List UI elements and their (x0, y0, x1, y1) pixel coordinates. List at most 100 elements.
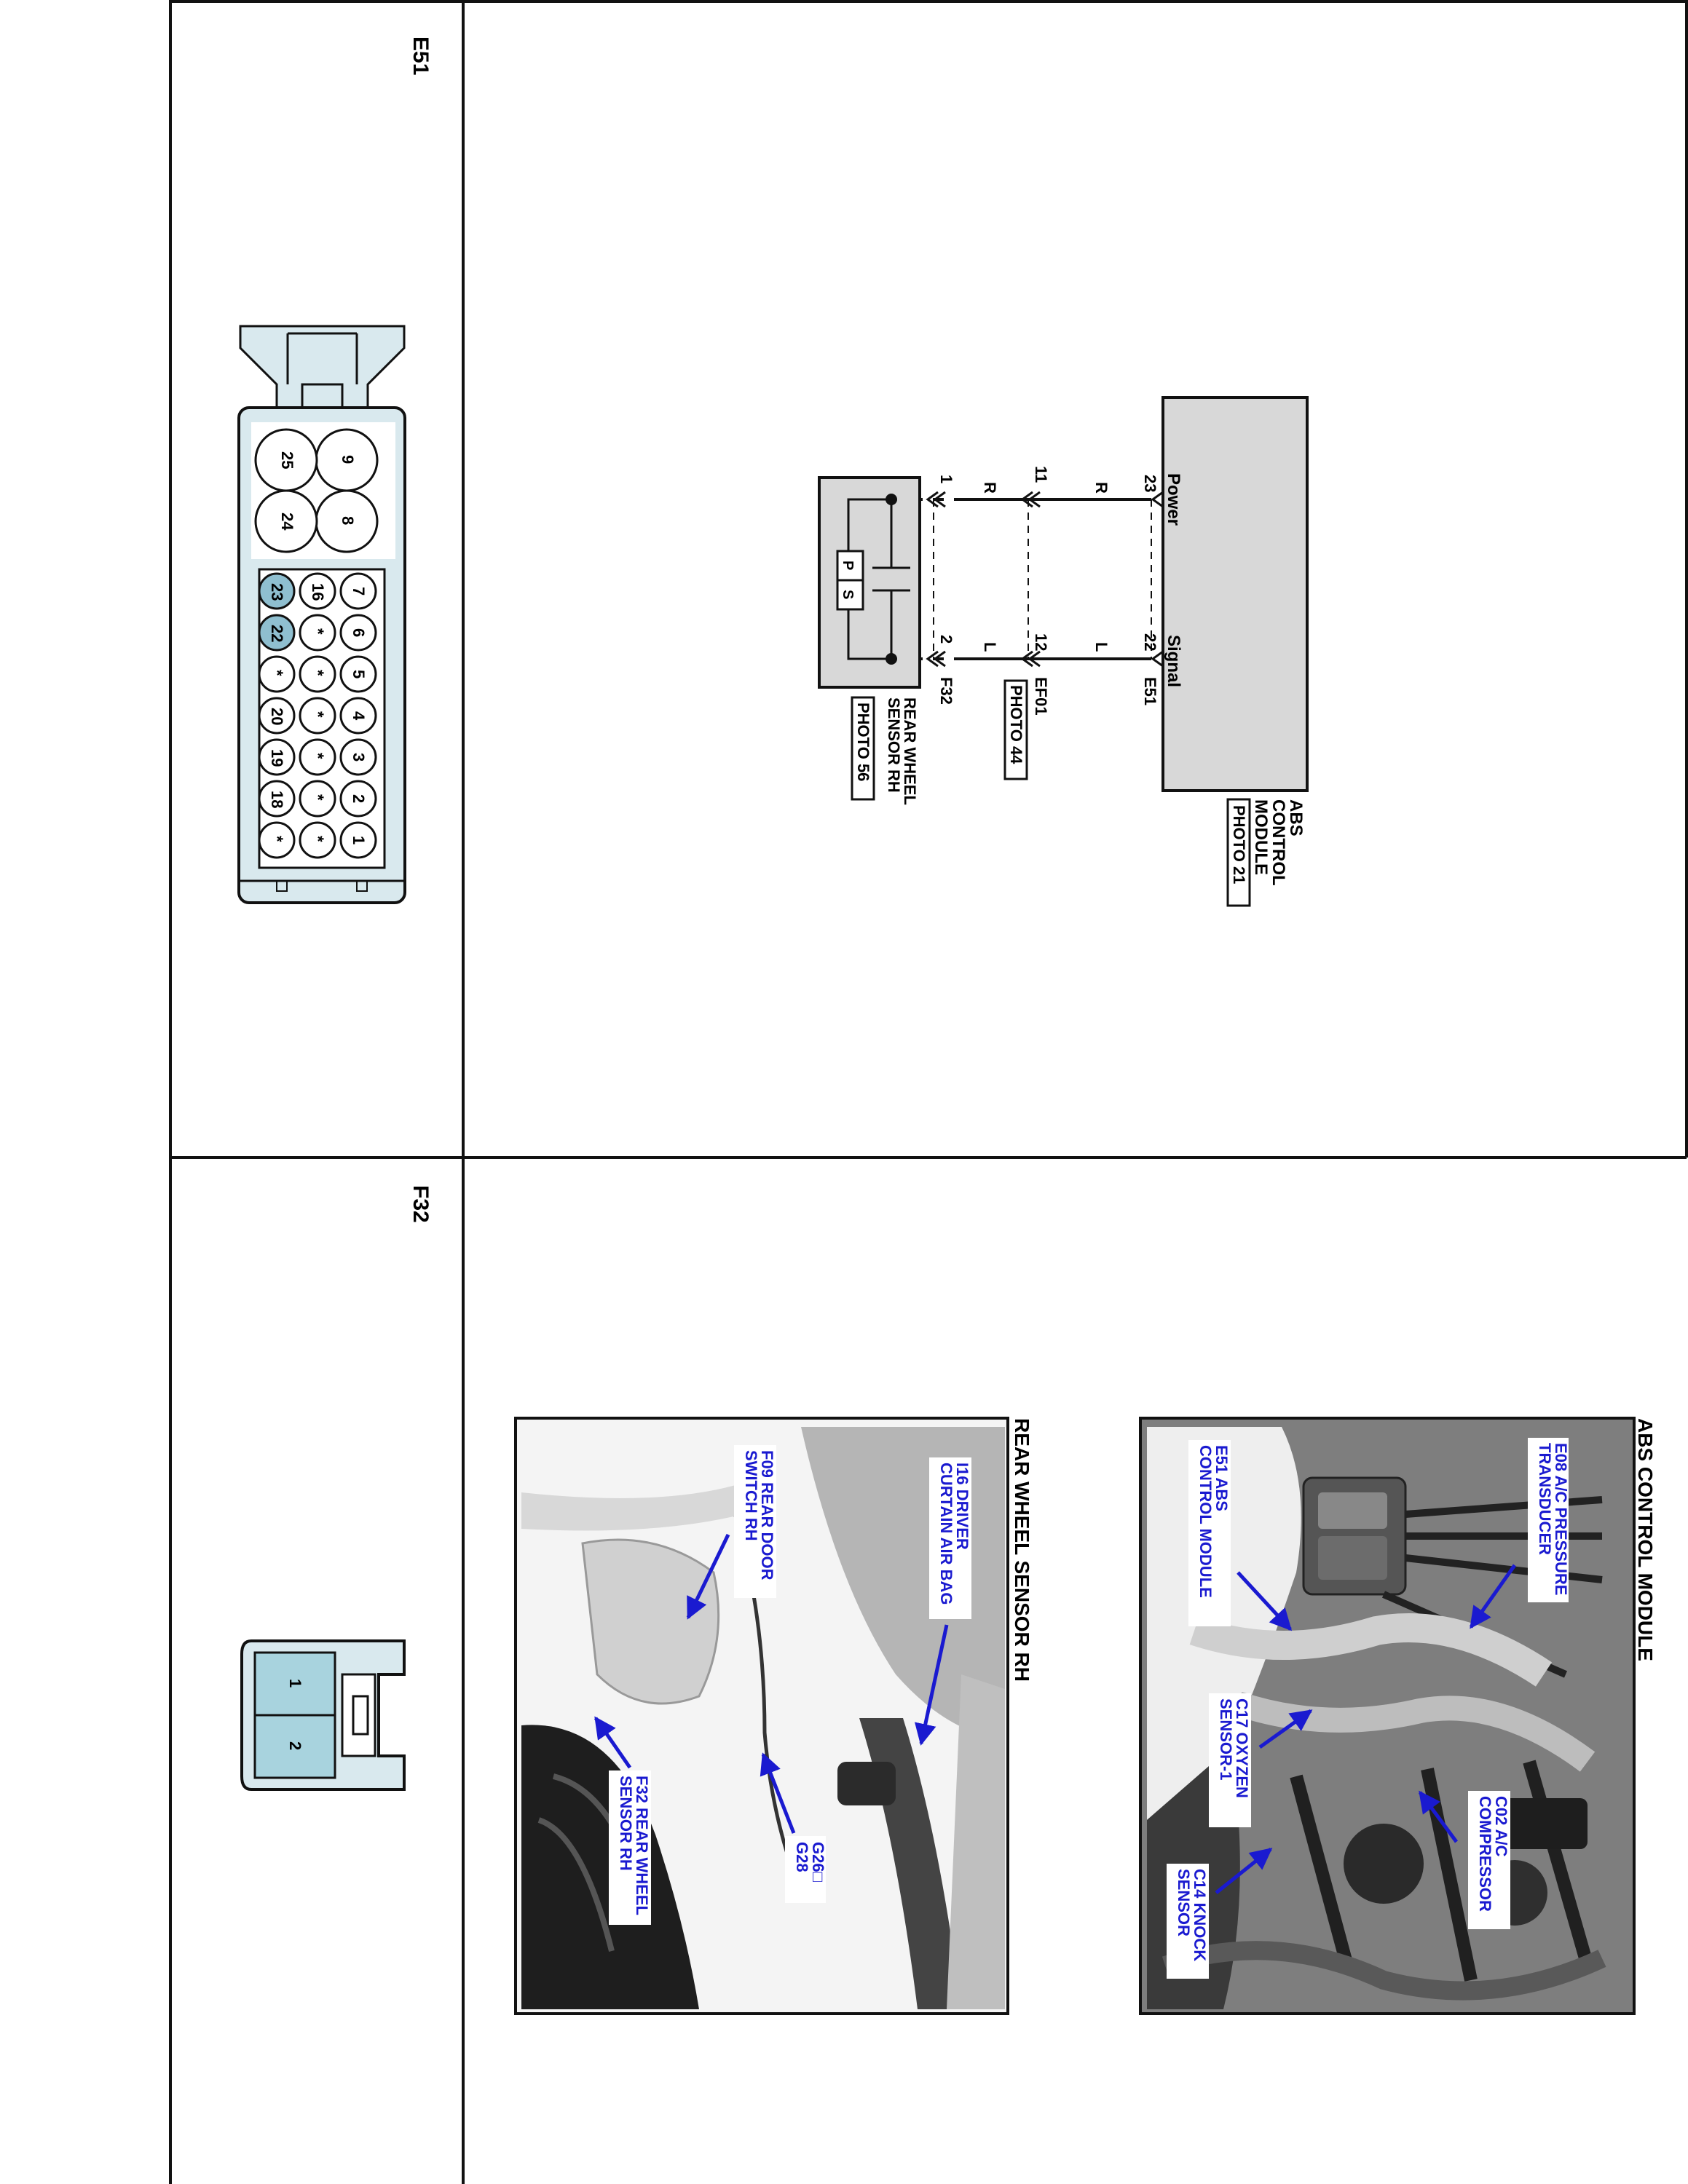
abs-callout-c02-line-2: COMPRESSOR (1476, 1796, 1494, 1912)
e51-pin-circle (299, 572, 336, 610)
abs-callout-c14-line-1: C14 KNOCK (1191, 1869, 1209, 1961)
e51-pin-label: 2 (350, 794, 368, 803)
e51-pin-label: * (309, 628, 327, 635)
photo-rear-wheel-sensor: REAR WHEEL SENSOR RH I16 DRIVER CURTAIN … (514, 1417, 1033, 2015)
e51-pin-circle (339, 821, 377, 859)
wire-signal-color-2: L (981, 642, 999, 652)
sensor-name-line-1: REAR WHEEL (901, 697, 919, 805)
e51-pin-circle (258, 697, 296, 735)
e51-pin-circle (339, 572, 377, 610)
rws-callout-f32-line-1: F32 REAR WHEEL (633, 1776, 651, 1915)
f32-connector-label: F32 (937, 677, 955, 705)
e51-pin-circle (258, 614, 296, 652)
abs-callout-c02: C02 A/C COMPRESSOR (1418, 1790, 1510, 1929)
rws-callout-g26-line-2: G28 (793, 1842, 811, 1872)
e51-pin-label: * (309, 753, 327, 759)
ef01-photo: PHOTO 44 (1007, 685, 1025, 764)
e51-pin-label: * (309, 836, 327, 842)
abs-callout-e51: E51 ABS CONTROL MODULE (1188, 1440, 1293, 1631)
f32-connector: 1 2 (240, 1639, 406, 1791)
sensor-s: S (840, 590, 856, 599)
abs-module-name: ABS CONTROL MODULE (1251, 799, 1306, 886)
abs-callout-e08: E08 A/C PRESSURE TRANSDUCER (1469, 1438, 1570, 1629)
rws-callout-f32: F32 REAR WHEEL SENSOR RH (593, 1716, 651, 1925)
e51-pin-25: 25 (278, 451, 296, 469)
e51-pin-label: 19 (268, 749, 286, 767)
abs-callout-e51-line-2: CONTROL MODULE (1196, 1445, 1215, 1598)
ef01-power-pin: 11 (1032, 466, 1050, 483)
wire-power-color-2: R (981, 482, 999, 494)
f32-power-pin: 1 (937, 475, 955, 483)
abs-module-box (1162, 396, 1309, 792)
f32-section-label: F32 (409, 1185, 433, 1223)
f32-pin-1: 1 (286, 1679, 304, 1688)
rws-callout-g26-line-1: G26□ (809, 1842, 827, 1882)
e51-section-label: E51 (409, 36, 433, 75)
e51-pin-circle (299, 738, 336, 776)
f32-pin-2: 2 (286, 1741, 304, 1750)
rws-callout-i16: I16 DRIVER CURTAIN AIR BAG (915, 1457, 971, 1746)
e51-pin-label: * (268, 670, 286, 676)
e51-pin-label: 23 (268, 583, 286, 601)
wire-signal-color-1: L (1092, 642, 1111, 652)
e51-pin-label: 16 (309, 583, 327, 601)
e51-pin-circle (339, 697, 377, 735)
e51-pin-circle (258, 780, 296, 818)
sensor-box (818, 476, 921, 689)
ef01-signal-pin: 12 (1032, 633, 1050, 651)
e51-pin-label: 3 (350, 753, 368, 761)
signal-label: Signal (1164, 635, 1183, 687)
rws-callout-f09-line-2: SWITCH RH (742, 1450, 760, 1541)
e51-pin-circle (258, 821, 296, 859)
e51-pin-circle (299, 821, 336, 859)
abs-callout-c17-line-1: C17 OXYZEN (1233, 1698, 1251, 1798)
e51-pin-circle (258, 572, 296, 610)
abs-callout-c17: C17 OXYZEN SENSOR-1 (1209, 1693, 1313, 1827)
abs-callout-c14: C14 KNOCK SENSOR (1167, 1848, 1273, 1979)
e51-pin-circle (299, 780, 336, 818)
sensor-photo: PHOTO 56 (854, 703, 872, 781)
e51-pin-circle (339, 655, 377, 693)
f32-signal-pin: 2 (937, 635, 955, 644)
schematic: Power Signal ABS CONTROL MODULE PHOTO 21 (818, 396, 1309, 907)
rws-callout-f32-line-2: SENSOR RH (617, 1776, 635, 1871)
abs-callout-e08-line-2: TRANSDUCER (1536, 1443, 1554, 1555)
e51-pin-circle (299, 697, 336, 735)
e51-signal-pin: 22 (1141, 633, 1159, 651)
e51-pin-24: 24 (278, 513, 296, 531)
e51-pin-circle (339, 614, 377, 652)
abs-callout-e08-line-1: E08 A/C PRESSURE (1552, 1443, 1570, 1595)
e51-power-pin: 23 (1141, 475, 1159, 492)
rws-callout-i16-line-1: I16 DRIVER (953, 1463, 971, 1550)
power-label: Power (1164, 473, 1183, 526)
e51-pin-circle (339, 738, 377, 776)
e51-pin-circle (299, 614, 336, 652)
e51-pin-9: 9 (339, 455, 357, 464)
e51-pin-label: * (309, 711, 327, 718)
abs-module-photo: PHOTO 21 (1230, 805, 1248, 884)
page-frame (169, 0, 1688, 2184)
sensor-name-line-2: SENSOR RH (885, 697, 903, 793)
abs-callout-c14-line-2: SENSOR (1175, 1869, 1193, 1936)
e51-pin-circle (258, 655, 296, 693)
abs-module-name-line-1: ABS (1286, 799, 1306, 836)
e51-pin-8: 8 (339, 516, 357, 525)
e51-pin-label: * (309, 670, 327, 676)
rws-callout-f09: F09 REAR DOOR SWITCH RH (686, 1445, 776, 1620)
e51-pin-circle (339, 780, 377, 818)
e51-pin-label: * (268, 836, 286, 842)
e51-pin-label: 22 (268, 625, 286, 642)
photo-abs-title: ABS CONTROL MODULE (1634, 1418, 1657, 1661)
e51-pin-label: 18 (268, 791, 286, 808)
photo-rws-title: REAR WHEEL SENSOR RH (1011, 1418, 1033, 1682)
rws-callout-f09-line-1: F09 REAR DOOR (758, 1450, 776, 1580)
e51-pin-label: 4 (350, 711, 368, 721)
e51-pin-label: 7 (350, 587, 368, 596)
abs-callout-e51-line-1: E51 ABS (1212, 1445, 1231, 1511)
e51-pin-label: 5 (350, 670, 368, 678)
e51-pin-label: 20 (268, 708, 286, 725)
abs-module-name-line-2: CONTROL (1269, 799, 1288, 886)
